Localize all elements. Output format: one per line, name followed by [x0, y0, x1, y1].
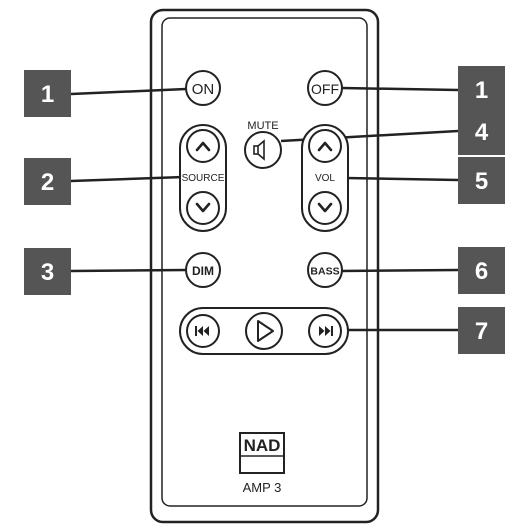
vol-label: VOL	[315, 173, 335, 184]
callout-number: 1	[475, 77, 488, 104]
vol-rocker: VOL	[301, 124, 349, 232]
chevron-down-icon	[195, 202, 211, 213]
callout-number: 3	[41, 259, 54, 286]
mute-label: MUTE	[247, 120, 278, 132]
on-button[interactable]: ON	[185, 70, 221, 106]
play-button[interactable]	[245, 312, 283, 350]
mute-button[interactable]	[244, 131, 282, 169]
source-rocker: SOURCE	[179, 124, 227, 232]
previous-button[interactable]	[186, 314, 220, 348]
source-down-button[interactable]	[186, 191, 220, 225]
source-up-button[interactable]	[186, 129, 220, 163]
callout-1-off: 1	[458, 66, 505, 113]
off-label: OFF	[311, 81, 339, 97]
callout-number: 7	[475, 318, 488, 345]
chevron-up-icon	[195, 141, 211, 152]
next-button[interactable]	[308, 314, 342, 348]
callout-2-source: 2	[24, 158, 71, 205]
source-label: SOURCE	[182, 173, 225, 184]
speaker-icon	[253, 139, 265, 161]
callout-5-vol: 5	[458, 157, 505, 204]
transport-bar	[179, 307, 349, 355]
callout-number: 4	[475, 119, 489, 146]
callout-1-on: 1	[24, 70, 71, 117]
off-button[interactable]: OFF	[307, 70, 343, 106]
callout-number: 6	[475, 258, 488, 285]
callout-number: 5	[475, 168, 488, 195]
callout-4-mute: 4	[458, 108, 505, 155]
vol-up-button[interactable]	[308, 129, 342, 163]
play-icon	[257, 320, 274, 342]
dim-button[interactable]: DIM	[185, 252, 221, 288]
callout-7-transport: 7	[458, 307, 505, 354]
model-label: AMP 3	[243, 480, 282, 495]
bass-label: BASS	[310, 266, 339, 278]
dim-label: DIM	[192, 264, 214, 278]
skip-forward-icon	[319, 326, 333, 336]
vol-down-button[interactable]	[308, 191, 342, 225]
brand-label: NAD	[244, 436, 281, 455]
nad-logo: NAD	[239, 432, 285, 474]
callout-3-dim: 3	[24, 248, 71, 295]
callout-6-bass: 6	[458, 247, 505, 294]
chevron-up-icon	[317, 141, 333, 152]
callout-number: 2	[41, 169, 54, 196]
callout-number: 1	[41, 81, 54, 108]
chevron-down-icon	[317, 202, 333, 213]
on-label: ON	[192, 81, 215, 98]
bass-button[interactable]: BASS	[307, 252, 343, 288]
skip-back-icon	[195, 326, 209, 336]
